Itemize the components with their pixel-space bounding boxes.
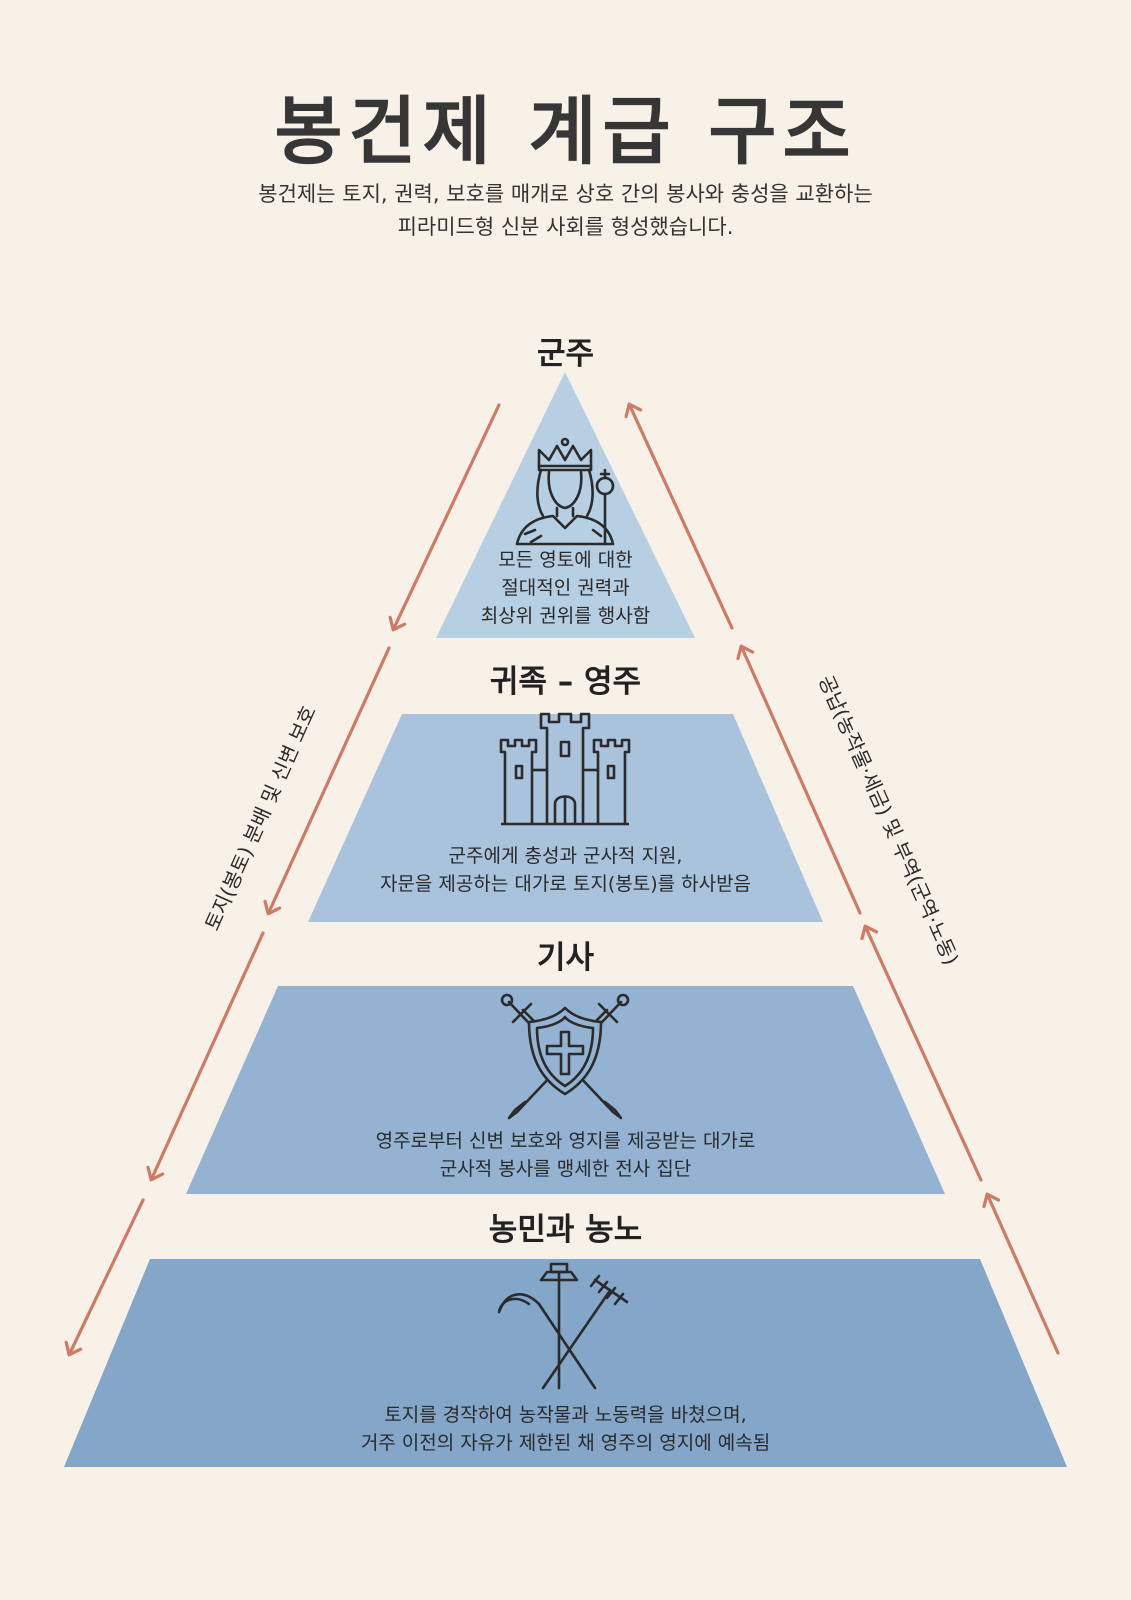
up-arrow-3 bbox=[736, 644, 862, 915]
up-arrow-4 bbox=[624, 402, 734, 630]
farm-tools-icon bbox=[497, 1262, 629, 1390]
tier-desc-line: 모든 영토에 대한 bbox=[498, 549, 633, 571]
tier-label-knight: 기사 bbox=[536, 940, 595, 976]
tier-desc-monarch: 모든 영토에 대한 절대적인 권력과 최상위 권위를 행사함 bbox=[0, 546, 1131, 630]
down-arrow-3 bbox=[146, 931, 265, 1182]
down-flow-arrows bbox=[64, 403, 501, 1357]
up-arrow-1 bbox=[982, 1192, 1060, 1355]
tier-desc-peasant: 토지를 경작하여 농작물과 노동력을 바쳤으며, 거주 이전의 자유가 제한된 … bbox=[0, 1401, 1131, 1457]
up-arrow-2 bbox=[860, 924, 983, 1182]
tier-label-monarch: 군주 bbox=[536, 336, 595, 372]
crowned-king-icon bbox=[515, 437, 615, 546]
tier-desc-line: 군사적 봉사를 맹세한 전사 집단 bbox=[439, 1158, 692, 1180]
tier-desc-line: 최상위 권위를 행사함 bbox=[480, 605, 651, 627]
tier-desc-knight: 영주로부터 신변 보호와 영지를 제공받는 대가로 군사적 봉사를 맹세한 전사… bbox=[0, 1127, 1131, 1183]
tier-desc-line: 자문을 제공하는 대가로 토지(봉토)를 하사받음 bbox=[379, 873, 752, 895]
subtitle-line-2: 피라미드형 신분 사회를 형성했습니다. bbox=[397, 215, 734, 239]
down-arrow-1 bbox=[388, 403, 501, 632]
page-title: 봉건제 계급 구조 bbox=[274, 89, 857, 175]
tier-shape-peasant bbox=[64, 1259, 1067, 1467]
shield-swords-icon bbox=[500, 993, 630, 1120]
tier-desc-line: 토지를 경작하여 농작물과 노동력을 바쳤으며, bbox=[384, 1404, 747, 1426]
tier-desc-line: 영주로부터 신변 보호와 영지를 제공받는 대가로 bbox=[375, 1130, 756, 1152]
tier-label-noble: 귀족 – 영주 bbox=[489, 664, 642, 700]
down-arrow-4 bbox=[64, 1198, 145, 1357]
tier-label-peasant: 농민과 농노 bbox=[488, 1212, 643, 1248]
tier-shape-monarch bbox=[436, 372, 695, 638]
tier-desc-line: 거주 이전의 자유가 제한된 채 영주의 영지에 예속됨 bbox=[360, 1432, 771, 1454]
tier-desc-line: 군주에게 충성과 군사적 지원, bbox=[448, 845, 683, 867]
subtitle: 봉건제는 토지, 권력, 보호를 매개로 상호 간의 봉사와 충성을 교환하는 … bbox=[0, 178, 1131, 244]
tier-desc-noble: 군주에게 충성과 군사적 지원, 자문을 제공하는 대가로 토지(봉토)를 하사… bbox=[0, 842, 1131, 898]
subtitle-line-1: 봉건제는 토지, 권력, 보호를 매개로 상호 간의 봉사와 충성을 교환하는 bbox=[258, 182, 873, 206]
castle-icon bbox=[499, 712, 631, 826]
tier-desc-line: 절대적인 권력과 bbox=[501, 577, 630, 599]
down-arrow-2 bbox=[263, 646, 391, 916]
up-flow-arrows bbox=[624, 402, 1060, 1355]
